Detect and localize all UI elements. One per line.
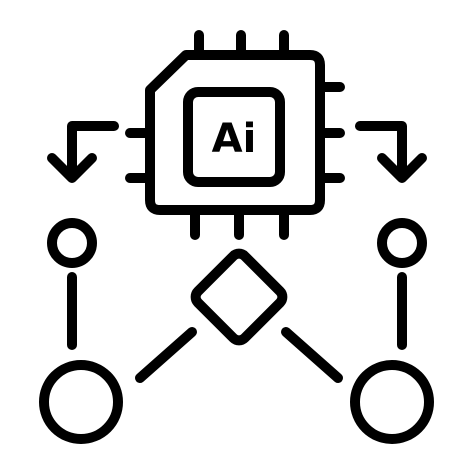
chip-bottom-pins bbox=[190, 208, 289, 240]
right-large-node bbox=[350, 360, 434, 444]
chip-right-pins bbox=[318, 82, 345, 183]
right-arrow-icon bbox=[355, 121, 427, 183]
right-branch bbox=[350, 218, 434, 444]
left-small-node bbox=[47, 218, 97, 268]
chip-icon bbox=[125, 30, 345, 240]
chip-top-pins bbox=[194, 30, 289, 57]
left-diagonal-connector bbox=[135, 327, 197, 383]
decision-diamond bbox=[190, 248, 288, 346]
right-small-node bbox=[377, 218, 427, 268]
left-arrow-icon bbox=[47, 121, 119, 183]
left-large-node bbox=[39, 360, 123, 444]
chip-left-pins bbox=[125, 128, 153, 183]
chip-body bbox=[145, 50, 325, 215]
chip-label: Ai bbox=[212, 116, 257, 162]
chip-die bbox=[183, 87, 285, 187]
right-diagonal-connector bbox=[281, 327, 343, 383]
left-branch bbox=[39, 218, 123, 444]
